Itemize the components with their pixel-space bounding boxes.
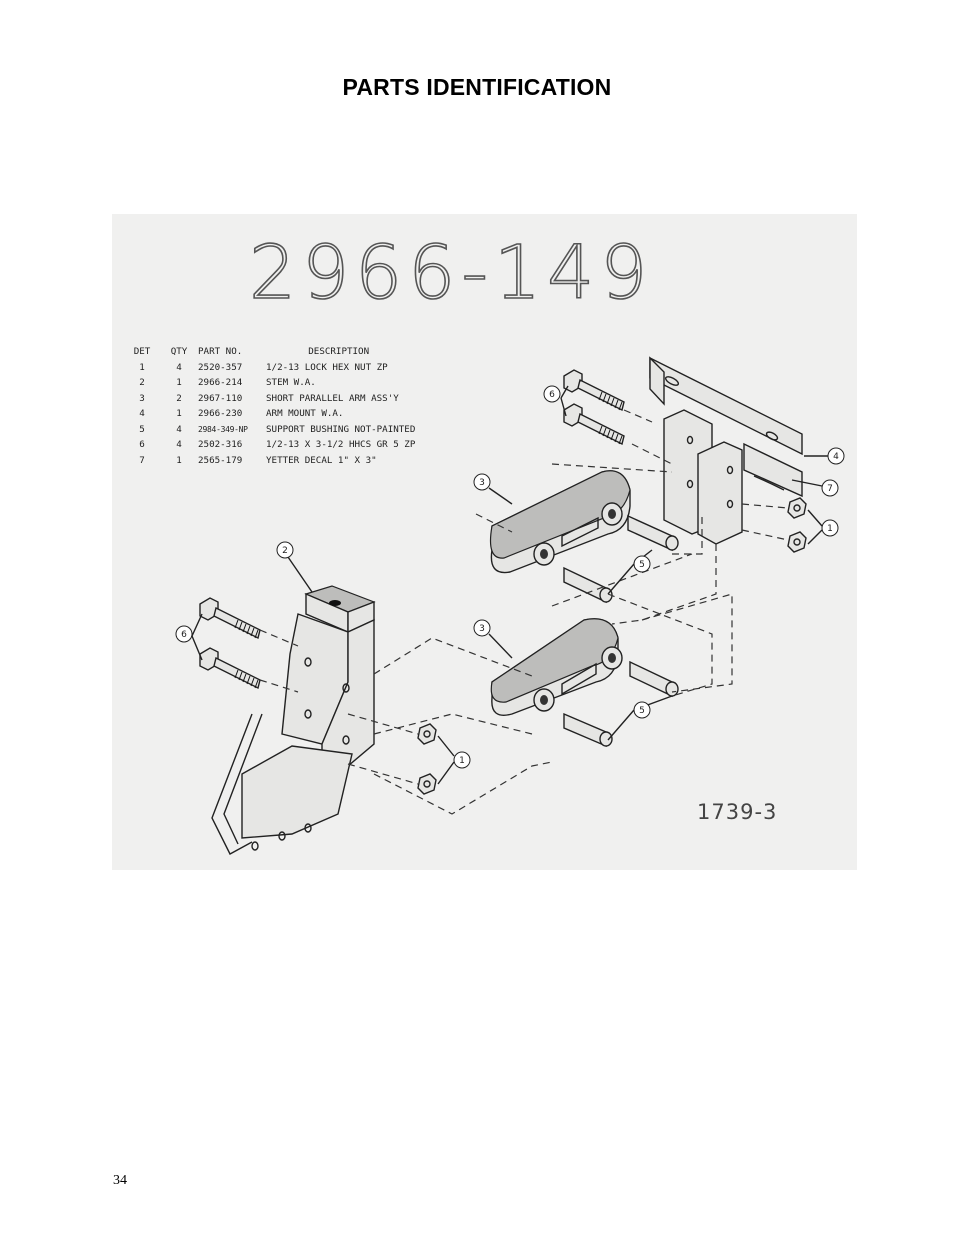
header-part-no: PART NO.: [198, 346, 243, 358]
stem: [211, 585, 376, 855]
cell-part-no: 2967-110: [198, 392, 243, 404]
callout-label: 5: [639, 560, 645, 570]
callout-label: 4: [833, 452, 839, 462]
table-row: 3 2 2967-110 SHORT PARALLEL ARM ASS'Y: [120, 391, 415, 407]
cell-qty: 2: [176, 392, 182, 404]
page-number: 34: [113, 1173, 127, 1188]
table-header-row: DET QTY PART NO. DESCRIPTION: [120, 344, 415, 360]
callout-label: 7: [827, 484, 833, 494]
cell-det: 2: [139, 377, 145, 389]
callout-label: 3: [479, 624, 485, 634]
cell-det: 4: [139, 408, 145, 420]
callout-label: 3: [479, 478, 485, 488]
callout-1-upper: 1: [807, 509, 839, 545]
callout-label: 2: [282, 546, 288, 556]
page-title: PARTS IDENTIFICATION: [342, 74, 612, 100]
cell-det: 5: [139, 423, 145, 435]
callout-5-upper: 5: [607, 549, 653, 595]
header-qty: QTY: [170, 346, 188, 358]
header-description: DESCRIPTION: [308, 346, 370, 358]
cell-description: 1/2-13 LOCK HEX NUT ZP: [266, 361, 388, 373]
cell-description: SHORT PARALLEL ARM ASS'Y: [266, 392, 399, 404]
table-row: 7 1 2565-179 YETTER DECAL 1" X 3": [120, 453, 415, 469]
callout-label: 5: [639, 706, 645, 716]
cell-det: 1: [139, 361, 145, 373]
callout-6-upper: 6: [543, 385, 569, 417]
drawing-number: 1739-3: [697, 800, 778, 824]
cell-qty: 4: [176, 439, 182, 451]
callouts: 6 4 7 3 1 2 5: [175, 385, 845, 785]
cell-part-no: 2502-316: [198, 439, 243, 451]
cell-part-no: 2966-230: [198, 408, 243, 420]
callout-label: 1: [827, 524, 833, 534]
table-row: 1 4 2520-357 1/2-13 LOCK HEX NUT ZP: [120, 360, 415, 376]
cell-det: 7: [139, 454, 145, 466]
cell-part-no: 2984-349-NP: [198, 424, 248, 434]
cell-part-no: 2520-357: [198, 361, 243, 373]
nuts: [417, 497, 807, 795]
callout-7: 7: [791, 479, 839, 497]
arm-mount: [649, 356, 803, 545]
cell-qty: 1: [176, 454, 182, 466]
cell-description: ARM MOUNT W.A.: [266, 408, 344, 420]
callout-label: 6: [181, 630, 187, 640]
cell-part-no: 2565-179: [198, 454, 243, 466]
cell-qty: 1: [176, 408, 182, 420]
callout-5-lower: 5: [607, 695, 673, 741]
table-row: 4 1 2966-230 ARM MOUNT W.A.: [120, 406, 415, 422]
callout-label: 1: [459, 756, 465, 766]
assembly-lines: [259, 409, 789, 815]
callout-6-lower: 6: [175, 613, 203, 661]
callout-4: 4: [804, 447, 845, 465]
cell-part-no: 2966-214: [198, 377, 243, 389]
callout-label: 6: [549, 390, 555, 400]
cell-qty: 4: [176, 361, 182, 373]
callout-2: 2: [276, 541, 313, 593]
parallel-arms: [489, 470, 631, 716]
cell-qty: 1: [176, 377, 182, 389]
cell-det: 3: [139, 392, 145, 404]
cell-description: YETTER DECAL 1" X 3": [266, 454, 377, 466]
header-det: DET: [133, 346, 151, 358]
exploded-view-drawing: .ln { fill:none; stroke:#222; stroke-wid…: [175, 356, 845, 855]
callout-1-lower: 1: [437, 735, 471, 785]
bushings: [563, 514, 679, 748]
assembly-part-number: 2966-149: [248, 229, 654, 317]
callout-3-lower: 3: [473, 619, 513, 659]
table-row: 2 1 2966-214 STEM W.A.: [120, 375, 415, 391]
cell-description: STEM W.A.: [266, 377, 316, 389]
callout-3-upper: 3: [473, 473, 513, 505]
table-row: 5 4 2984-349-NP SUPPORT BUSHING NOT-PAINTED: [120, 422, 415, 438]
cell-description: SUPPORT BUSHING NOT-PAINTED: [266, 423, 416, 435]
cell-qty: 4: [176, 423, 182, 435]
bolts: [199, 369, 625, 690]
cell-det: 6: [139, 439, 145, 451]
table-row: 6 4 2502-316 1/2-13 X 3-1/2 HHCS GR 5 ZP: [120, 437, 415, 453]
cell-description: 1/2-13 X 3-1/2 HHCS GR 5 ZP: [266, 439, 416, 451]
